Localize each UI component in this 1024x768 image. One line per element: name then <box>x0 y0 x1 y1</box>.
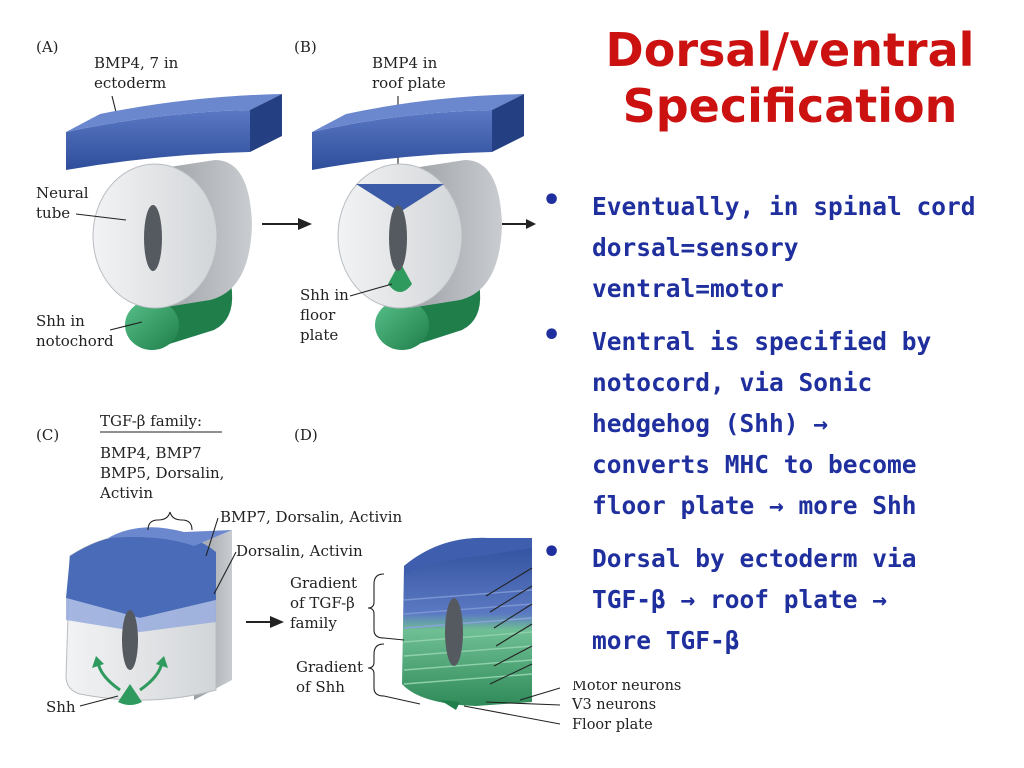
tgf-member-1: BMP4, BMP7 <box>100 444 202 462</box>
floor-plate-label-line1: Shh in <box>300 286 349 304</box>
shh-label-pointer <box>79 695 119 707</box>
notochord-label-line2: notochord <box>36 332 114 350</box>
neural-tube-label-line2: tube <box>36 204 70 222</box>
bullet-list: • Eventually, in spinal cord dorsal=sens… <box>538 183 1018 673</box>
floor-plate-label-line2: floor <box>300 306 336 324</box>
lower-label-pointers <box>463 687 561 725</box>
roof-plate-label-line2: roof plate <box>372 74 446 92</box>
bullet-3-line-2: TGF-β → roof plate → <box>592 585 888 614</box>
tgf-gradient-label-line1: Gradient <box>290 574 357 592</box>
tgf-member-2: BMP5, Dorsalin, <box>100 464 224 482</box>
lateral-label: Dorsalin, Activin <box>236 542 363 560</box>
bullet-item-ventral: • Ventral is specified by notocord, via … <box>538 318 1018 526</box>
arrow-b-to-next <box>502 219 536 229</box>
shh-label-c: Shh <box>46 698 76 716</box>
brace-label: BMP7, Dorsalin, Activin <box>220 508 403 526</box>
slide-title-line1: Dorsal/ventral <box>605 23 975 77</box>
arrow-c-to-d <box>246 616 284 628</box>
panel-c: (C) TGF-β family: BMP4, BMP7 BMP5, Dorsa… <box>36 412 403 716</box>
bullet-2-line-5: floor plate → more Shh <box>592 491 917 520</box>
neural-tube-a <box>92 160 252 309</box>
motor-neurons-occluder <box>566 668 716 681</box>
brace-c <box>147 511 193 531</box>
tgf-gradient-label-line3: family <box>290 614 337 632</box>
slide-title: Dorsal/ventral Specification <box>560 22 1020 134</box>
shh-gradient-label-line1: Gradient <box>296 658 363 676</box>
neural-tube-d <box>402 537 533 710</box>
bullet-1-line-1: Eventually, in spinal cord <box>592 192 976 221</box>
shh-gradient-brace <box>367 643 421 705</box>
bullet-1-line-3: ventral=motor <box>592 274 784 303</box>
bullet-item-spinal-cord: • Eventually, in spinal cord dorsal=sens… <box>538 183 1018 309</box>
bullet-item-dorsal: • Dorsal by ectoderm via TGF-β → roof pl… <box>538 535 1018 661</box>
bullet-2-line-1: Ventral is specified by <box>592 327 932 356</box>
tgf-gradient-brace <box>367 573 405 641</box>
bullet-2-line-4: converts MHC to become <box>592 450 917 479</box>
cell-type-pointers <box>485 567 533 685</box>
bullet-dot: • <box>542 183 562 218</box>
floor-plate-pointer <box>349 283 393 297</box>
ectoderm-slab-a <box>66 94 282 170</box>
brace-label-pointer <box>205 517 219 557</box>
neural-tube-pointer <box>75 213 127 221</box>
roof-plate-label-line1: BMP4 in <box>372 54 438 72</box>
roof-plate-slab-b <box>312 94 524 170</box>
lateral-label-pointer <box>213 551 237 595</box>
shh-gradient-label-line2: of Shh <box>296 678 345 696</box>
panel-d-tag: (D) <box>294 426 318 444</box>
arrow-a-to-b <box>262 218 312 230</box>
panel-a: (A) BMP4, 7 in ectoderm Neural tube Shh … <box>36 38 282 350</box>
neural-tube-c <box>65 527 232 705</box>
bullet-3-line-1: Dorsal by ectoderm via <box>592 544 917 573</box>
notochord-label-line1: Shh in <box>36 312 85 330</box>
panel-c-tag: (C) <box>36 426 59 444</box>
bullet-3-line-3: more TGF-β <box>592 626 740 655</box>
bullet-dot: • <box>542 535 562 570</box>
neural-tube-b <box>337 160 502 309</box>
floor-plate-label-d: Floor plate <box>572 717 653 733</box>
notochord-pointer <box>109 321 143 331</box>
motor-neurons-label: Motor neurons <box>572 678 681 694</box>
ectoderm-label-line2: ectoderm <box>94 74 166 92</box>
tgf-gradient-label-line2: of TGF-β <box>290 594 355 612</box>
bullet-1-line-2: dorsal=sensory <box>592 233 799 262</box>
panel-a-tag: (A) <box>36 38 59 56</box>
panel-b-tag: (B) <box>294 38 317 56</box>
tgf-heading: TGF-β family: <box>100 412 202 430</box>
ectoderm-label-line1: BMP4, 7 in <box>94 54 179 72</box>
panel-d: (D) Gradient of TGF-β family Gradient of… <box>290 426 716 733</box>
floor-plate-label-line3: plate <box>300 326 338 344</box>
slide-title-line2: Specification <box>622 79 958 133</box>
v3-neurons-label: V3 neurons <box>571 697 656 713</box>
bullet-dot: • <box>542 318 562 353</box>
bullet-2-line-2: notocord, via Sonic <box>592 368 873 397</box>
panel-b: (B) BMP4 in roof plate Shh in floor plat… <box>294 38 524 350</box>
bullet-2-line-3: hedgehog (Shh) → <box>592 409 829 438</box>
neural-tube-label-line1: Neural <box>36 184 89 202</box>
tgf-member-3: Activin <box>99 484 153 502</box>
